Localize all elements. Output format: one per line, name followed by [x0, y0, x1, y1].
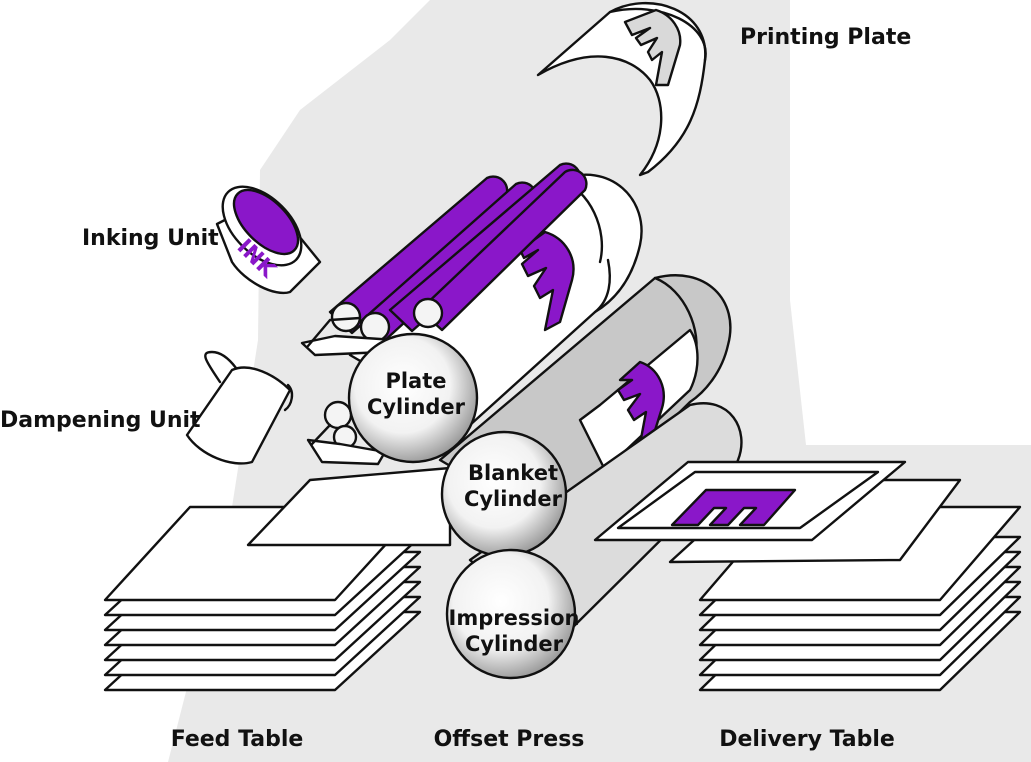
printing-plate: [536, 2, 707, 177]
impression-cylinder-label-line1: Impression: [449, 606, 580, 630]
delivery-table-label: Delivery Table: [719, 727, 895, 752]
letter-m-logo-icon: [623, 8, 682, 87]
dampening-unit-label: Dampening Unit: [0, 408, 201, 433]
inking-unit-label: Inking Unit: [82, 226, 219, 251]
delivery-table-stack: [593, 460, 1022, 692]
ink-can-icon: INK: [215, 185, 322, 295]
feed-table-stack: [103, 466, 452, 692]
impression-cylinder: [445, 548, 577, 680]
blanket-cylinder-label-line1: Blanket: [468, 461, 558, 485]
impression-cylinder-label-line2: Cylinder: [465, 632, 564, 656]
letter-m-logo-icon: [670, 488, 797, 527]
feed-table-label: Feed Table: [171, 727, 304, 752]
inking-rollers: [300, 162, 588, 357]
water-jug-icon: [185, 350, 294, 465]
plate-cylinder-label-line1: Plate: [385, 369, 446, 393]
plate-cylinder: [347, 332, 479, 464]
blanket-cylinder-label-line2: Cylinder: [464, 487, 563, 511]
plate-cylinder-label-line2: Cylinder: [367, 395, 466, 419]
letter-m-logo-icon: [616, 360, 665, 446]
offset-press-label: Offset Press: [434, 727, 585, 752]
letter-m-logo-icon: [518, 230, 575, 332]
dampening-rollers: [306, 400, 387, 466]
printing-plate-label: Printing Plate: [740, 25, 911, 50]
